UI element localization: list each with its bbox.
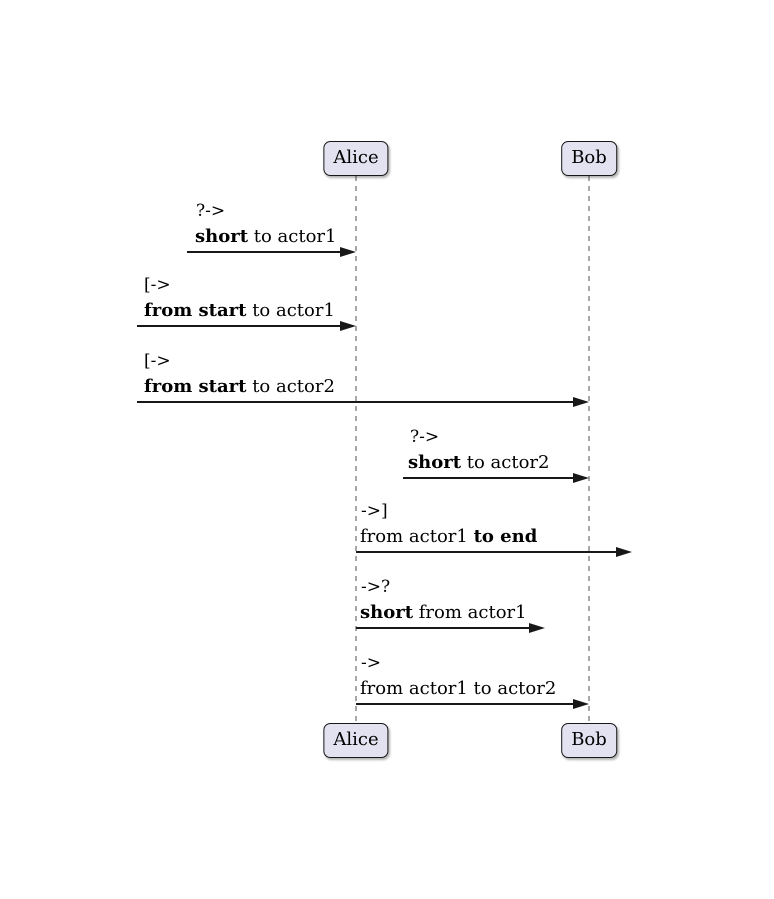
message-1-label: short to actor1	[195, 226, 336, 248]
message-3-arrow	[137, 401, 576, 403]
message-7-arrowhead-icon	[573, 699, 589, 709]
message-1-text-bold: short	[195, 226, 249, 247]
message-1-arrow	[187, 251, 343, 253]
message-5-text-bold: to end	[473, 526, 538, 547]
message-5-operator: ->]	[361, 501, 388, 521]
actor-box-bob-top: Bob	[561, 141, 617, 176]
message-4-text: to actor2	[461, 452, 550, 473]
message-4-arrowhead-icon	[573, 473, 589, 483]
message-5-label: from actor1 to end	[360, 526, 537, 548]
lifeline-alice	[355, 176, 357, 724]
actor-box-alice-top: Alice	[323, 141, 389, 176]
message-4-text-bold: short	[408, 452, 462, 473]
message-6-operator: ->?	[361, 577, 391, 597]
message-2-operator: [->	[144, 275, 171, 295]
message-3-text-bold: from start	[144, 376, 247, 397]
message-1-arrowhead-icon	[340, 247, 356, 257]
message-7-label: from actor1 to actor2	[360, 678, 556, 700]
message-6-arrowhead-icon	[529, 623, 545, 633]
message-2-arrow	[137, 325, 343, 327]
message-5-text: from actor1	[360, 526, 474, 547]
message-7-text: from actor1 to actor2	[360, 678, 557, 699]
message-6-text: from actor1	[413, 602, 527, 623]
message-5-arrowhead-icon	[616, 547, 632, 557]
actor-box-bob-bottom: Bob	[561, 723, 617, 758]
actor-box-alice-bottom: Alice	[323, 723, 389, 758]
message-3-arrowhead-icon	[573, 397, 589, 407]
message-2-label: from start to actor1	[144, 300, 335, 322]
message-4-label: short to actor2	[408, 452, 549, 474]
message-1-text: to actor1	[248, 226, 337, 247]
message-6-arrow	[356, 627, 532, 629]
message-7-operator: ->	[361, 653, 381, 673]
lifeline-bob	[588, 176, 590, 724]
message-6-label: short from actor1	[360, 602, 527, 624]
message-7-arrow	[356, 703, 576, 705]
message-2-arrowhead-icon	[340, 321, 356, 331]
message-1-operator: ?->	[196, 201, 226, 221]
message-3-text: to actor2	[246, 376, 335, 397]
message-6-text-bold: short	[360, 602, 414, 623]
message-2-text: to actor1	[246, 300, 335, 321]
message-4-operator: ?->	[410, 427, 440, 447]
message-2-text-bold: from start	[144, 300, 247, 321]
message-3-operator: [->	[144, 351, 171, 371]
message-5-arrow	[356, 551, 619, 553]
message-3-label: from start to actor2	[144, 376, 335, 398]
message-4-arrow	[403, 477, 576, 479]
